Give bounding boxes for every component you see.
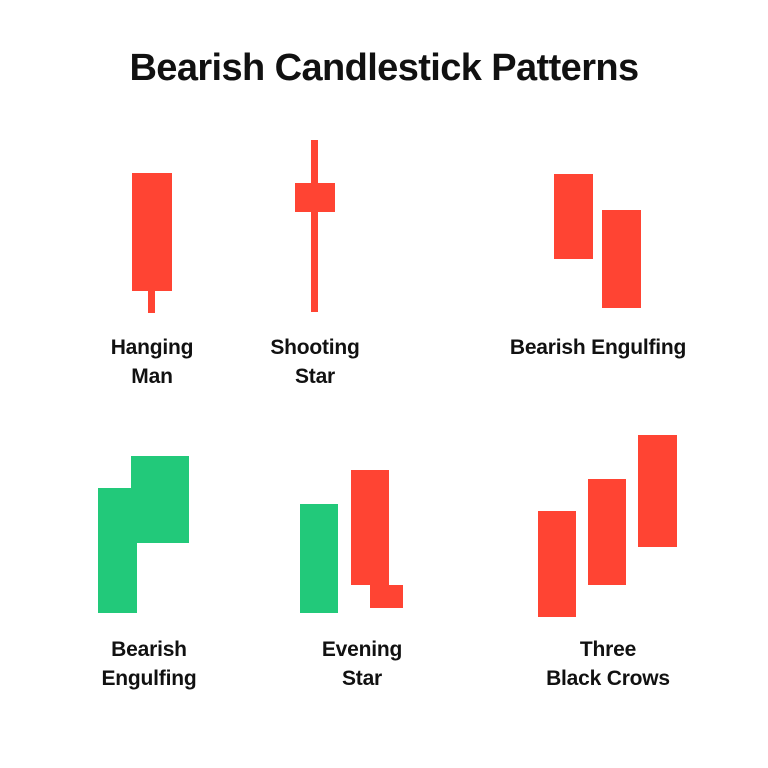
page-title: Bearish Candlestick Patterns (129, 47, 639, 89)
candle-body-bearish (554, 174, 593, 259)
pattern-label-evening-star: Evening Star (272, 636, 452, 694)
pattern-label-line: Hanging (110, 336, 194, 359)
candle-body-bullish (131, 456, 189, 543)
pattern-label-line: Shooting (270, 336, 360, 359)
candle-body-bearish (370, 585, 403, 608)
candle-body-bearish (602, 210, 641, 308)
pattern-label-line: Bearish (111, 638, 187, 661)
pattern-label-bearish-engulfing-bottom: Bearish Engulfing (54, 636, 244, 694)
pattern-label-line: Evening (321, 638, 403, 661)
pattern-label-three-black-crows: Three Black Crows (492, 636, 724, 694)
candle-body-bearish (638, 435, 677, 547)
candle-body-bearish (295, 183, 335, 212)
pattern-label-line: Star (341, 666, 383, 690)
candle-body-bullish (300, 504, 338, 613)
candle-body-bearish (351, 470, 389, 585)
pattern-label-line: Engulfing (101, 666, 197, 690)
pattern-label-line: Bearish Engulfing (509, 336, 687, 359)
pattern-label-shooting-star: Shooting Star (225, 334, 405, 392)
candle-wick (311, 140, 318, 183)
pattern-label-hanging-man: Hanging Man (62, 334, 242, 392)
candle-body-bearish (538, 511, 576, 617)
candle-wick (148, 291, 155, 313)
pattern-label-line: Man (131, 364, 173, 388)
candle-body-bearish (588, 479, 626, 585)
pattern-label-line: Black Crows (546, 666, 670, 690)
candle-wick (311, 212, 318, 312)
pattern-label-line: Star (294, 364, 336, 388)
candle-body-bullish (98, 488, 137, 613)
pattern-label-bearish-engulfing-top: Bearish Engulfing (472, 334, 724, 363)
pattern-label-line: Three (579, 638, 637, 661)
candle-body-bearish (132, 173, 172, 291)
